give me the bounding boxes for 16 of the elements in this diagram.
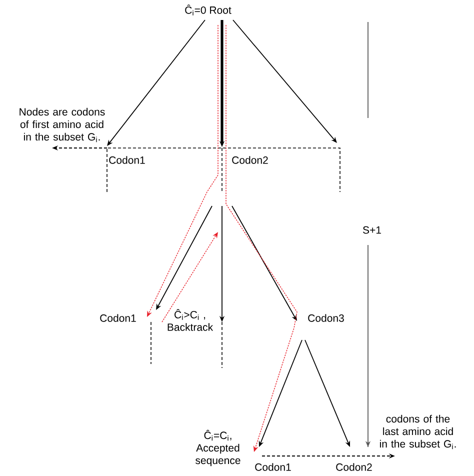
node-label: Codon1 xyxy=(109,156,145,164)
arrow xyxy=(232,20,337,143)
note-text: codons of the last amino acid in the subset G$_{i}$. xyxy=(380,414,456,450)
dimension-label: S+1 xyxy=(362,226,381,234)
search-path-arrow xyxy=(162,232,218,322)
node-label: Codon3 xyxy=(308,314,344,322)
arrow xyxy=(107,20,206,146)
node-label: Codon2 xyxy=(232,156,268,164)
note-text: Nodes are codons of first amino acid in the subset G$_{i}$. xyxy=(20,108,105,142)
node-label: Codon1 xyxy=(100,314,136,322)
condition-text: Ĉ$_{i}$=C$_{i}$, Accepted sequence xyxy=(196,430,240,466)
node-label: Codon1 xyxy=(255,463,291,471)
node-label: Ĉ$_{i}$=0 Root xyxy=(185,4,232,16)
condition-text: Ĉ$_{i}$>C$_{i}$ , Backtrack xyxy=(168,309,214,331)
node-label: Codon2 xyxy=(336,463,372,471)
search-path-arrow xyxy=(147,24,218,317)
